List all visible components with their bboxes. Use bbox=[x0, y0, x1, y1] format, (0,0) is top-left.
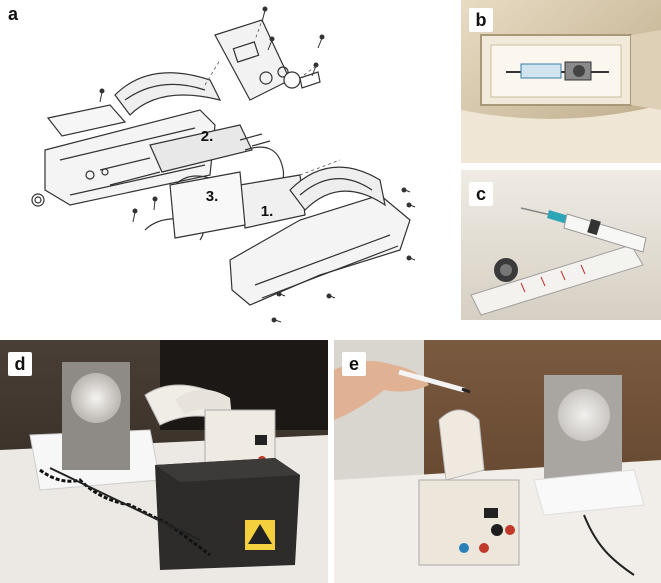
device-setup-photo-d bbox=[0, 340, 328, 583]
panel-a-label: a bbox=[7, 4, 18, 24]
device-setup-photo-e bbox=[334, 340, 661, 583]
panel-e-photo: e bbox=[334, 340, 661, 583]
panel-c-photo: c bbox=[461, 170, 661, 320]
panel-b-label: b bbox=[469, 8, 493, 32]
part-label-3: 3. bbox=[205, 188, 219, 205]
panel-a-exploded-drawing: a bbox=[0, 0, 458, 335]
panel-d-label: d bbox=[8, 352, 32, 376]
housing-interior-photo bbox=[461, 0, 661, 163]
syringes-photo bbox=[461, 170, 661, 320]
panel-b-photo: b bbox=[461, 0, 661, 163]
part-label-2: 2. bbox=[200, 128, 214, 145]
part-label-1: 1. bbox=[260, 203, 274, 220]
exploded-view-drawing bbox=[31, 6, 416, 323]
panel-e-label: e bbox=[342, 352, 366, 376]
panel-c-label: c bbox=[469, 182, 493, 206]
panel-d-photo: d bbox=[0, 340, 328, 583]
